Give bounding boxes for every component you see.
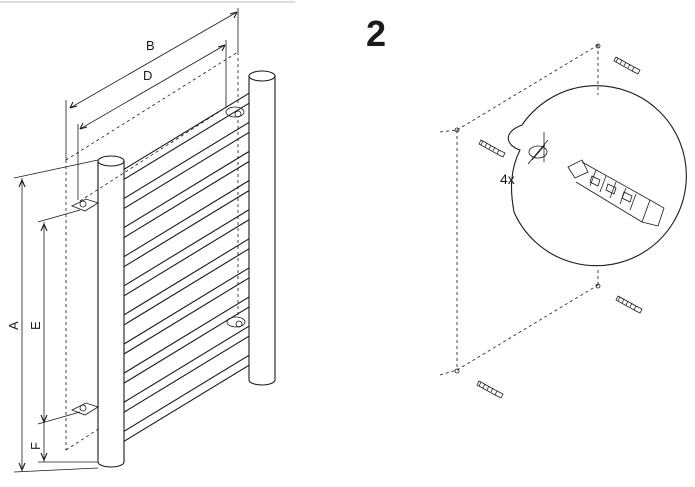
quantity-label: 4x bbox=[500, 171, 515, 187]
dimension-d: D bbox=[77, 40, 227, 200]
dimension-b: B bbox=[65, 8, 239, 160]
dimension-e: E bbox=[28, 209, 81, 425]
step-number: 2 bbox=[366, 13, 386, 54]
wall-bracket-upper-front bbox=[71, 198, 99, 212]
front-post-cap bbox=[97, 155, 125, 167]
dimension-b-label: B bbox=[146, 38, 155, 53]
wall-plug-top-right bbox=[595, 43, 641, 75]
front-post bbox=[97, 161, 125, 468]
dimension-e-label: E bbox=[28, 321, 43, 330]
towel-radiator-drawing bbox=[65, 51, 276, 468]
wall-plug-bottom-left bbox=[454, 368, 504, 399]
wall-plug-bottom-right bbox=[595, 283, 643, 314]
wall-plane bbox=[439, 44, 599, 376]
dimension-a-label: A bbox=[6, 321, 21, 330]
wall-bracket-lower-back bbox=[226, 316, 246, 328]
wall-bracket-upper-back bbox=[225, 106, 245, 118]
dimension-d-label: D bbox=[143, 68, 152, 83]
dimension-f: F bbox=[28, 424, 98, 463]
back-post bbox=[248, 76, 276, 386]
radiator-rails bbox=[117, 88, 261, 446]
dimension-a: A bbox=[6, 159, 99, 473]
back-post-cap bbox=[248, 70, 276, 82]
wall-bracket-lower-front bbox=[71, 402, 99, 416]
detail-callout: 4x bbox=[500, 85, 687, 267]
wall-plug-detail-icon bbox=[567, 159, 665, 227]
drill-bit-icon bbox=[527, 132, 549, 165]
dimension-f-label: F bbox=[28, 442, 43, 450]
wall-plug-top-left bbox=[454, 127, 506, 158]
